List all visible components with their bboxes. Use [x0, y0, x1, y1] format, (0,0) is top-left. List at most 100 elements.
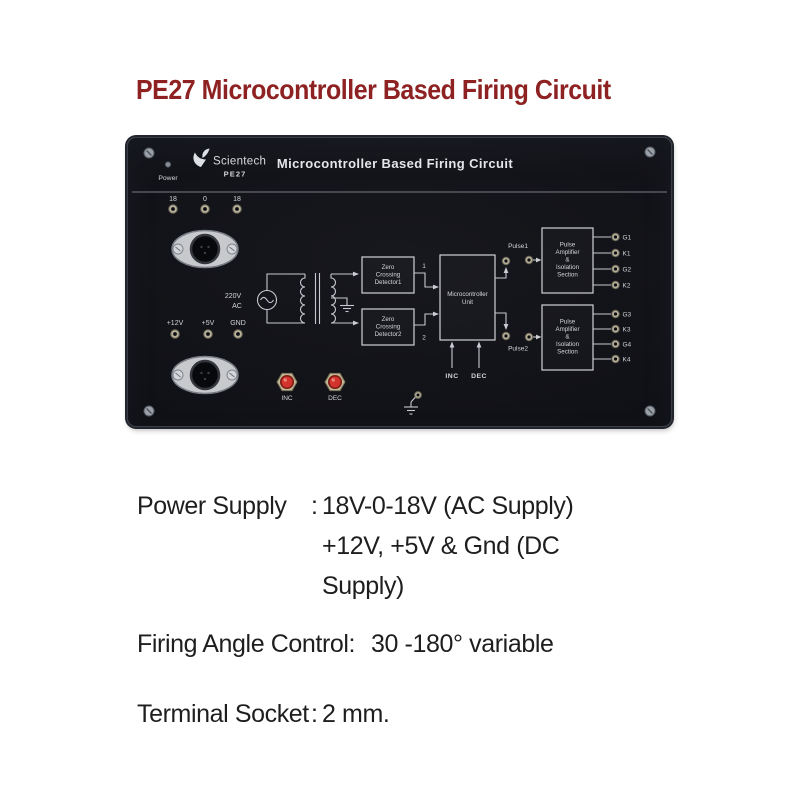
- panel-title: Microcontroller Based Firing Circuit: [277, 156, 513, 171]
- pin-number-1: 1: [422, 263, 426, 270]
- terminal-socket-g2: [611, 264, 620, 274]
- spec-value: 18V-0-18V (AC Supply) +12V, +5V & Gnd (D…: [322, 486, 574, 606]
- amp1-text: Pulse: [560, 242, 576, 249]
- spec-value-line: 2 mm.: [322, 700, 390, 728]
- terminal-socket-k4: [611, 354, 620, 364]
- pulse1-output-terminal: [501, 256, 511, 266]
- din-connector-bottom: [171, 355, 239, 395]
- amp2-text: &: [565, 334, 570, 341]
- terminal-label-g2: G2: [623, 267, 632, 274]
- mcu-text: Microcontroller: [447, 291, 488, 298]
- leaf-icon: [193, 152, 206, 167]
- amp2-text: Isolation: [556, 341, 580, 348]
- terminal-label-k2: K2: [623, 283, 631, 290]
- screw-icon: [644, 405, 656, 417]
- spec-label: Terminal Socket: [137, 700, 309, 728]
- screw-icon: [143, 405, 155, 417]
- terminal-label-18: 18: [233, 196, 241, 203]
- ac-source-symbol: [256, 289, 278, 311]
- block-zero-crossing-detector-2: [361, 308, 415, 346]
- brand-logo: [193, 148, 210, 167]
- mcu-dec-label: DEC: [471, 373, 487, 380]
- block-microcontroller-unit: [439, 254, 496, 341]
- terminal-socket-gnd: [233, 329, 243, 339]
- center-tap-ground-icon: [331, 297, 354, 313]
- terminal-label-18: 18: [169, 196, 177, 203]
- pulse2-output-terminal: [501, 331, 511, 341]
- amp1-text: Section: [557, 272, 578, 279]
- inc-button-label: INC: [281, 395, 293, 402]
- leaf-icon: [202, 148, 210, 158]
- spec-value-line: 18V-0-18V (AC Supply): [322, 492, 574, 520]
- power-led: [164, 161, 172, 168]
- page-title: PE27 Microcontroller Based Firing Circui…: [136, 74, 611, 105]
- pulse2-label: Pulse2: [508, 346, 528, 353]
- terminal-label-g1: G1: [623, 235, 632, 242]
- device-panel: Power Scientech PE27 Microcontroller Bas…: [127, 137, 672, 427]
- block-pulse-amplifier-1: [541, 227, 594, 294]
- source-ac-label: AC: [232, 303, 242, 310]
- mcu-text: Unit: [462, 299, 473, 306]
- amp2-text: Amplifier: [555, 326, 579, 333]
- spec-value-line: 30 -180° variable: [371, 630, 554, 658]
- terminal-socket-k2: [611, 280, 620, 290]
- amp1-text: Amplifier: [555, 249, 579, 256]
- terminal-label-g4: G4: [623, 342, 632, 349]
- pulse1-label: Pulse1: [508, 243, 528, 250]
- panel-artwork: Power Scientech PE27 Microcontroller Bas…: [132, 146, 667, 417]
- pulse1-input-terminal: [524, 255, 534, 265]
- terminal-label-0: 0: [203, 196, 207, 203]
- terminal-label-k1: K1: [623, 251, 631, 258]
- terminal-label-12v: +12V: [167, 320, 184, 327]
- screw-icon: [143, 147, 155, 159]
- inc-button: [276, 372, 298, 392]
- terminal-socket-18-left: [168, 204, 178, 214]
- chassis-ground-icon: [404, 391, 422, 415]
- terminal-label-k3: K3: [623, 327, 631, 334]
- amp1-text: &: [565, 257, 570, 264]
- dec-button: [324, 372, 346, 392]
- mcu-inc-label: INC: [445, 373, 458, 380]
- model-number: PE27: [224, 170, 247, 179]
- transformer-primary: [299, 274, 306, 324]
- spec-colon: :: [311, 700, 318, 728]
- zcd2-text: Crossing: [376, 324, 401, 331]
- terminal-label-gnd: GND: [230, 320, 246, 327]
- spec-value: 30 -180° variable: [371, 624, 554, 664]
- amp1-text: Isolation: [556, 264, 580, 271]
- terminal-socket-g3: [611, 309, 620, 319]
- spec-colon: :: [311, 492, 318, 520]
- block-pulse-amplifier-2: [541, 304, 594, 371]
- zcd1-text: Zero: [382, 264, 395, 271]
- zcd2-text: Zero: [382, 316, 395, 323]
- source-voltage-label: 220V: [225, 293, 242, 300]
- power-label: Power: [158, 175, 178, 182]
- spec-value: 2 mm.: [322, 694, 390, 734]
- terminal-socket-k3: [611, 324, 620, 334]
- terminal-label-g3: G3: [623, 312, 632, 319]
- zcd1-text: Detector1: [375, 279, 402, 286]
- screw-icon: [644, 146, 656, 158]
- pin-number-2: 2: [422, 335, 426, 342]
- terminal-socket-5v: [203, 329, 213, 339]
- spec-value-line: Supply): [322, 572, 404, 600]
- terminal-label-5v: +5V: [202, 320, 215, 327]
- spec-value-line: +12V, +5V & Gnd (DC: [322, 532, 560, 560]
- terminal-socket-0: [200, 204, 210, 214]
- pulse2-input-terminal: [524, 332, 534, 342]
- zcd2-text: Detector2: [375, 331, 402, 338]
- terminal-label-k4: K4: [623, 357, 631, 364]
- terminal-socket-g1: [611, 232, 620, 242]
- amp2-text: Section: [557, 349, 578, 356]
- transformer-secondary: [330, 274, 337, 324]
- terminal-socket-18-right: [232, 204, 242, 214]
- dec-button-label: DEC: [328, 395, 342, 402]
- brand-name: Scientech: [213, 156, 266, 168]
- terminal-socket-earth: [414, 391, 422, 399]
- terminal-socket-g4: [611, 339, 620, 349]
- zcd1-text: Crossing: [376, 272, 401, 279]
- block-zero-crossing-detector-1: [361, 256, 415, 294]
- spec-label: Power Supply: [137, 492, 287, 520]
- terminal-socket-k1: [611, 248, 620, 258]
